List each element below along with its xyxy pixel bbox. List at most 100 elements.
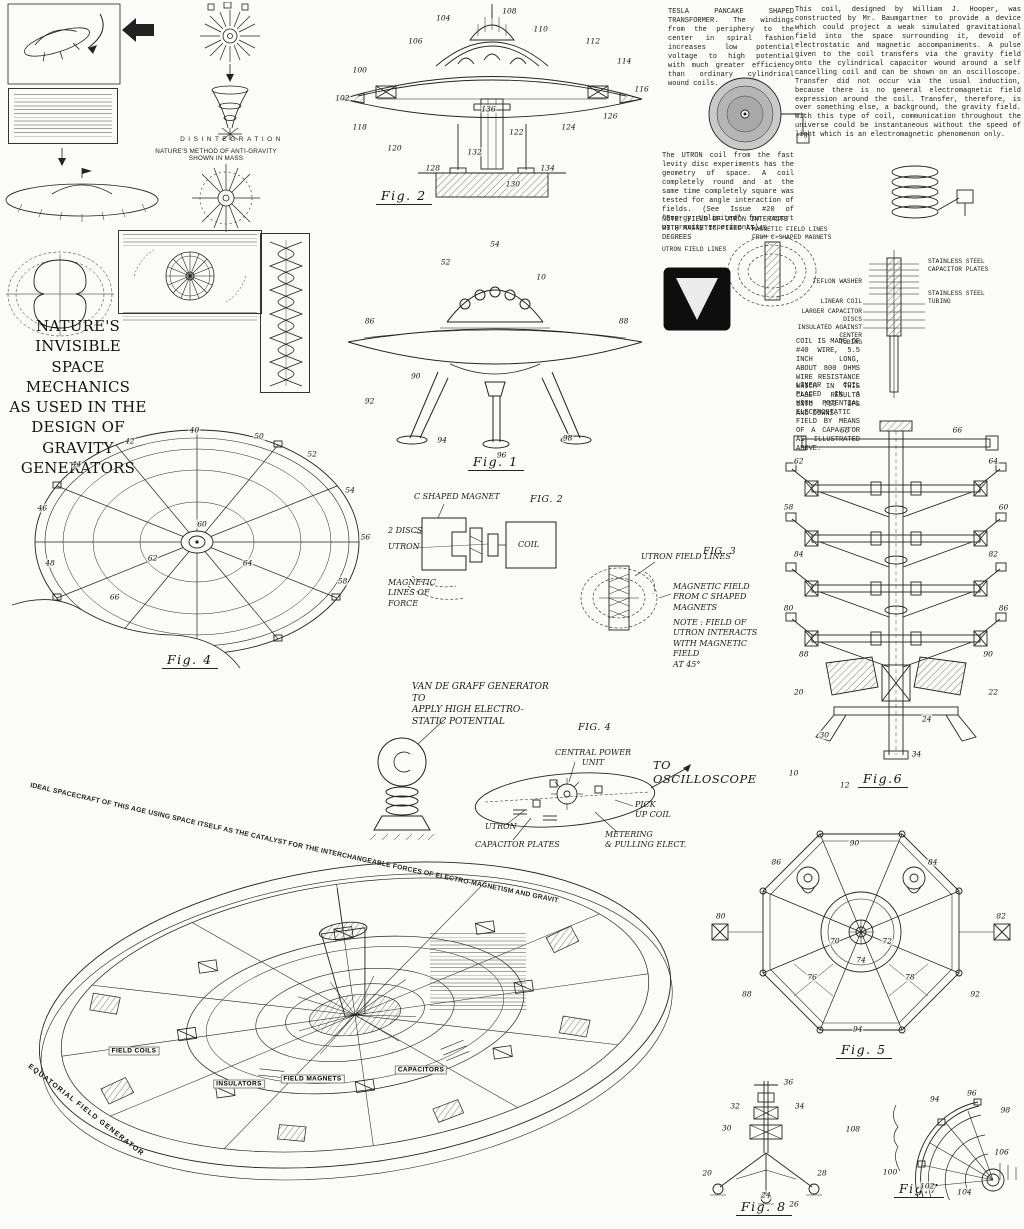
part-number: 82	[987, 549, 1000, 559]
helix-box	[260, 233, 310, 393]
antigravity-caption: NATURE'S METHOD OF ANTI-GRAVITY SHOWN IN…	[155, 148, 277, 162]
magnetic-lines-label: MAGNETIC LINES OF FORCE	[388, 578, 436, 608]
part-number: 122	[508, 127, 525, 137]
spacecraft-cutaway: IDEAL SPACECRAFT OF THIS AGE USING SPACE…	[15, 765, 715, 1227]
part-number: 128	[424, 163, 441, 173]
magnetic-field-c-magnets-label: MAGNETIC FIELD FROM C SHAPED MAGNETS	[673, 582, 750, 612]
pick-up-coil-label: PICK UP COIL	[635, 800, 671, 820]
planet-box-header	[123, 234, 257, 246]
fig4-caption: Fig. 4	[162, 652, 218, 669]
capacitor-plates-label: CAPACITOR PLATES	[475, 840, 560, 849]
part-number: 74	[855, 955, 867, 965]
part-number: 10	[787, 768, 800, 778]
note-45-sketch-label: NOTE : FIELD OF UTRON INTERACTS WITH MAG…	[673, 618, 758, 669]
van-de-graff-drawing	[369, 717, 447, 841]
part-number: 78	[904, 972, 916, 982]
sketch-fig2: FIG. 2 C SHAPED MAGNET 2 DISCS UTRON COI…	[388, 492, 578, 617]
part-number: 24	[760, 1190, 772, 1200]
tesla-transformer-text: TESLA PANCAKE SHAPED TRANSFORMER. The wi…	[668, 8, 794, 88]
part-number: 56	[359, 532, 372, 542]
part-number: 80	[782, 603, 795, 612]
part-number: 100	[881, 1167, 899, 1177]
magnetic-field-lines-label: MAGNETIC FIELD LINES FROM C-SHAPED MAGNE…	[752, 226, 832, 241]
metering-label: METERING & PULLING ELECT.	[605, 830, 687, 850]
sketch-fig3: FIG. 3 UTRON FIELD LINES MAGNETIC FIELD …	[575, 542, 760, 669]
spacecraft-cutaway-drawing: IDEAL SPACECRAFT OF THIS AGE USING SPACE…	[15, 765, 673, 1181]
part-number: 64	[241, 558, 254, 568]
part-number: 80	[715, 911, 727, 921]
nature-mechanics-cluster: DISINTEGRATION NATURE'S METHOD OF ANTI-G…	[2, 2, 314, 477]
part-number: 96	[966, 1088, 978, 1098]
component-tag: INSULATORS	[213, 1079, 265, 1089]
part-number: 52	[439, 257, 452, 267]
part-number: 84	[926, 857, 939, 867]
part-number: 50	[253, 431, 265, 441]
part-number: 94	[928, 1094, 941, 1104]
part-number: 42	[124, 436, 136, 446]
part-number: 92	[363, 396, 376, 406]
part-number: 90	[982, 649, 994, 659]
component-tag: FIELD MAGNETS	[280, 1074, 345, 1084]
planet-potential-box	[118, 230, 262, 322]
part-number: 32	[729, 1101, 741, 1111]
sketch-fig3-caption: FIG. 3	[703, 546, 737, 557]
part-number: 132	[466, 147, 483, 157]
fig5-octagon-drawing	[711, 830, 1011, 1034]
coil-label: COIL	[518, 540, 540, 549]
part-number: 20	[701, 1168, 713, 1178]
right-column: TESLA PANCAKE SHAPED TRANSFORMER. The wi…	[656, 2, 1024, 453]
part-number: 36	[782, 1077, 795, 1087]
note-45-degrees: NOTE: FIELD OF UTRON INTERACTS WITH MAGN…	[662, 216, 789, 242]
fig2-cross-section-drawing	[341, 4, 643, 198]
ss-tubing-label: STAINLESS STEEL TUBING	[928, 290, 985, 305]
part-number: 108	[501, 6, 518, 16]
part-number: 106	[407, 36, 424, 46]
part-number: 72	[881, 936, 893, 945]
sketch-van-de-graff: VAN DE GRAFF GENERATOR TO APPLY HIGH ELE…	[350, 682, 565, 852]
discs-label: 2 DISCS	[388, 526, 423, 535]
sketch-fig2-drawing	[407, 503, 557, 600]
part-number: 30	[818, 730, 831, 740]
right-column-diagrams	[663, 77, 974, 398]
part-number: 114	[616, 56, 633, 66]
part-number: 62	[146, 553, 159, 563]
hooper-coil-text: This coil, designed by William J. Hooper…	[795, 6, 1021, 140]
part-number: 34	[910, 749, 923, 759]
part-number: 94	[436, 435, 448, 445]
part-number: 134	[539, 163, 556, 173]
part-number: 66	[108, 592, 121, 602]
part-number: 54	[344, 485, 356, 495]
part-number: 86	[363, 316, 376, 326]
part-number: 58	[782, 502, 795, 512]
linear-coil-label: LINEAR COIL	[820, 298, 862, 305]
part-number: 84	[792, 549, 805, 559]
part-number: 40	[188, 425, 201, 435]
part-number: 64	[987, 456, 1000, 466]
central-power-unit-label: CENTRAL POWER UNIT	[555, 748, 631, 768]
part-number: 98	[561, 433, 574, 443]
part-number: 98	[999, 1105, 1012, 1115]
part-number: 96	[495, 450, 508, 460]
unreadable-text-lines	[14, 94, 112, 138]
part-number: 118	[351, 122, 368, 132]
part-number: 26	[788, 1199, 800, 1209]
part-number: 104	[956, 1187, 973, 1197]
fig8-tripod-drawing	[710, 1081, 822, 1205]
utron-field-lines-sketch-label: UTRON FIELD LINES	[641, 552, 731, 561]
part-number: 20	[792, 687, 805, 697]
part-number: 106	[993, 1147, 1010, 1157]
part-number: 60	[196, 519, 208, 529]
part-number: 136	[480, 104, 497, 114]
part-number: 76	[806, 972, 818, 982]
arc-title-text: IDEAL SPACECRAFT OF THIS AGE USING SPACE…	[15, 765, 559, 905]
part-number: 88	[798, 649, 810, 659]
part-number: 88	[617, 316, 630, 326]
part-number: 70	[829, 936, 841, 945]
ss-plates-label: STAINLESS STEEL CAPACITOR PLATES	[928, 258, 989, 273]
coil-spec-text: COIL IS MADE OF #40 WIRE, 5.5 INCH LONG,…	[796, 338, 860, 418]
